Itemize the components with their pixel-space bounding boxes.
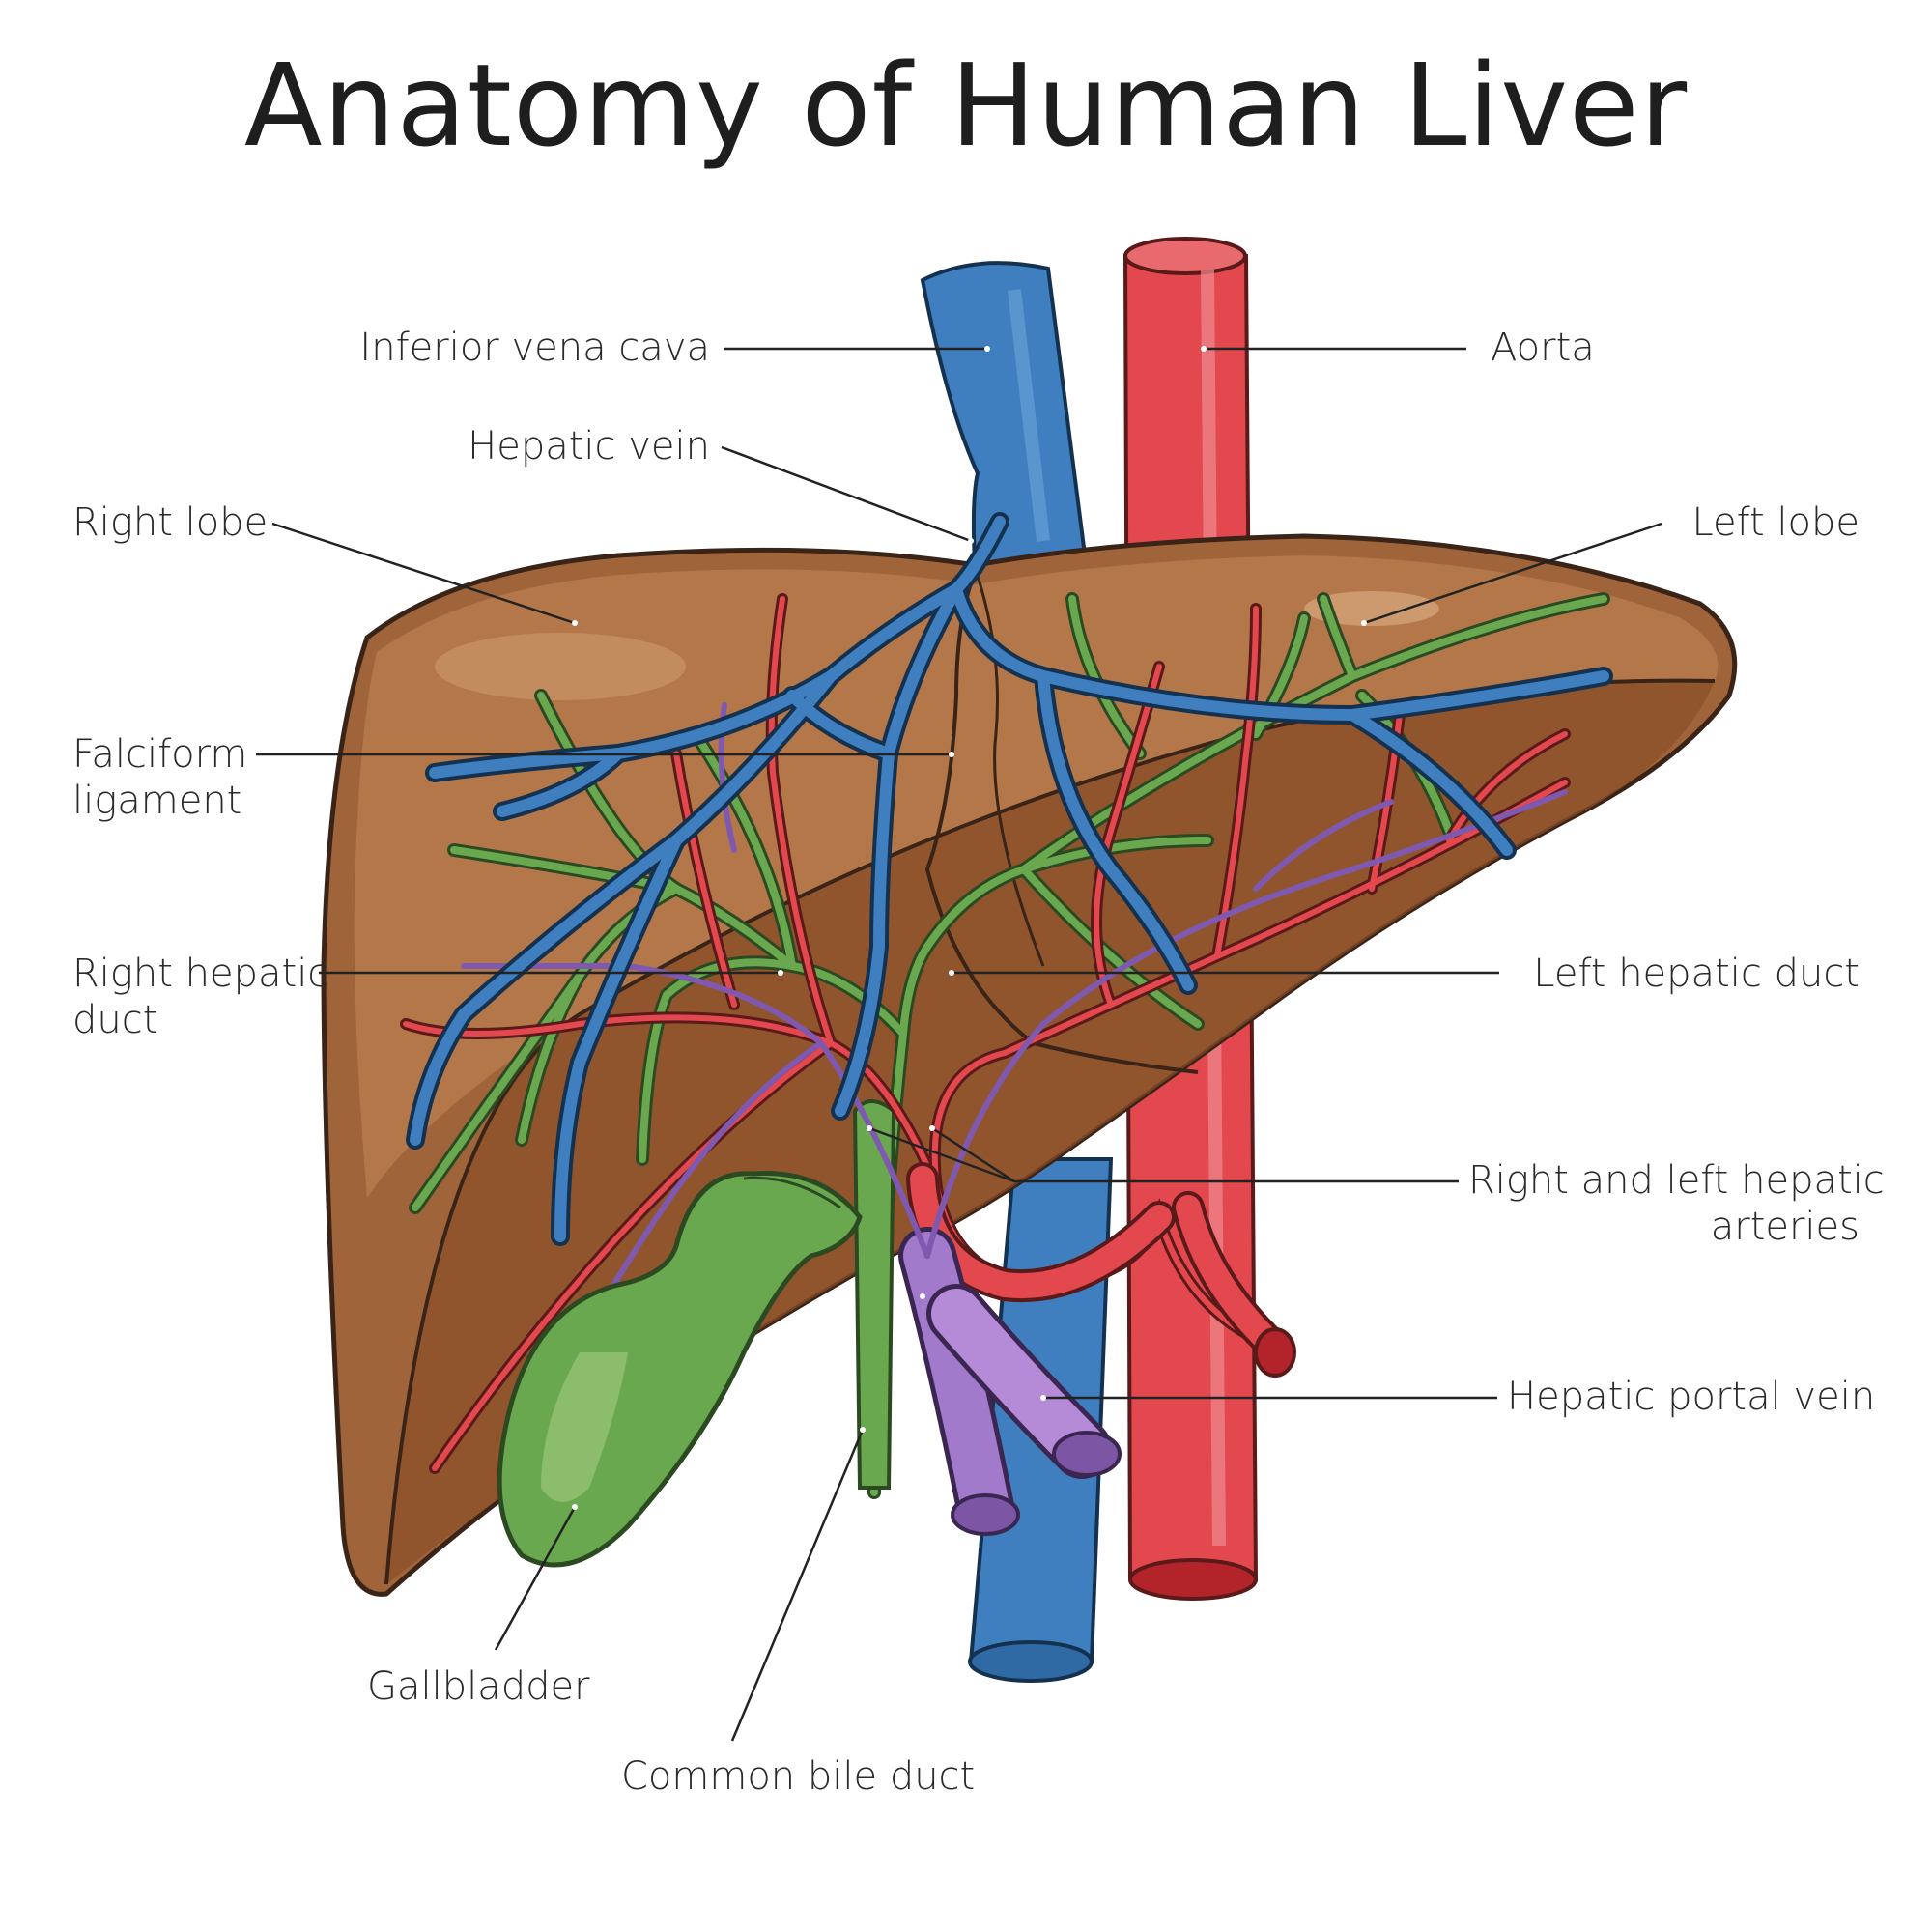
label-common-bile-duct: Common bile duct (621, 1754, 976, 1799)
label-hepatic-arteries-line2: arteries (1710, 1205, 1860, 1249)
portal-veins (461, 702, 1568, 1536)
label-aorta: Aorta (1491, 326, 1595, 370)
label-inferior-vena-cava: Inferior vena cava (359, 326, 710, 370)
label-falciform-ligament-line1: Falciform (72, 732, 248, 777)
label-falciform-ligament-line2: ligament (72, 779, 242, 823)
label-hepatic-portal-vein: Hepatic portal vein (1507, 1375, 1876, 1419)
label-right-hepatic-duct-line1: Right hepatic (72, 952, 329, 996)
label-left-lobe: Left lobe (1691, 500, 1860, 545)
label-right-hepatic-duct-line2: duct (72, 998, 158, 1042)
leader-dots (572, 346, 1367, 1510)
bile-ducts (409, 592, 1610, 1499)
label-gallbladder: Gallbladder (367, 1664, 590, 1709)
hepatic-veins (406, 512, 1613, 1246)
ivc-upper-vessel (920, 261, 1090, 582)
label-right-lobe: Right lobe (72, 500, 269, 545)
label-hepatic-arteries-line1: Right and left hepatic (1468, 1158, 1885, 1203)
label-hepatic-vein: Hepatic vein (468, 424, 710, 469)
gallbladder-organ (497, 1171, 863, 1568)
diagram-title: Anatomy of Human Liver (243, 39, 1689, 172)
label-left-hepatic-duct: Left hepatic duct (1533, 952, 1860, 996)
leader-lines (256, 347, 1662, 1742)
